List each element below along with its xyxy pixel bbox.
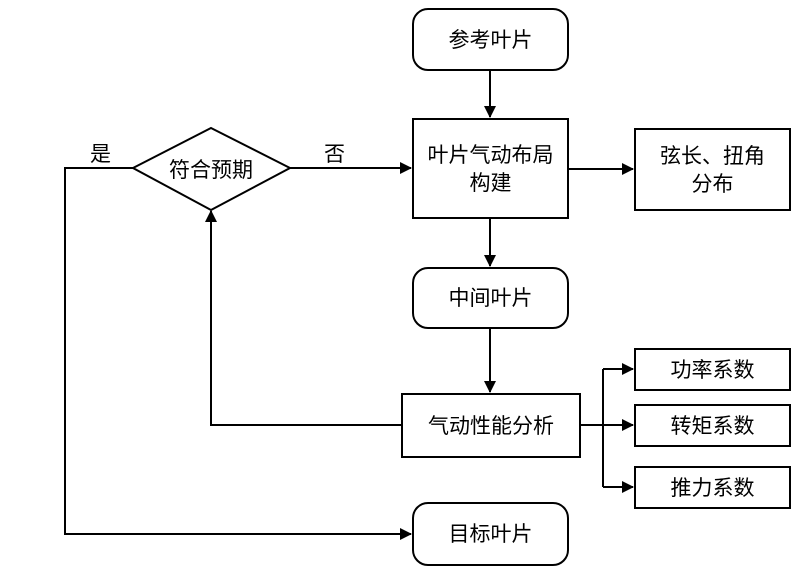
node-thrust-coefficient: 推力系数 — [634, 466, 791, 509]
decision-diamond — [130, 126, 293, 212]
node-torque-coefficient-label: 转矩系数 — [670, 413, 755, 438]
node-layout-build-line2: 构建 — [469, 170, 512, 195]
node-power-coefficient-label: 功率系数 — [670, 357, 755, 382]
node-chord-twist-line1: 弦长、扭角 — [660, 143, 765, 168]
node-aero-analysis-label: 气动性能分析 — [428, 413, 554, 438]
node-thrust-coefficient-label: 推力系数 — [670, 475, 755, 500]
node-chord-twist: 弦长、扭角 分布 — [634, 128, 791, 211]
node-layout-build-line1: 叶片气动布局 — [427, 142, 554, 167]
edge-analysis-to-decision — [205, 210, 401, 426]
decision-label: 符合预期 — [169, 158, 253, 182]
node-layout-build: 叶片气动布局 构建 — [412, 118, 569, 219]
node-intermediate-blade: 中间叶片 — [412, 267, 569, 329]
edge-label-yes: 是 — [90, 142, 111, 166]
edge-decision-yes-to-target — [64, 167, 412, 540]
node-intermediate-blade-label: 中间叶片 — [448, 286, 533, 310]
node-target-blade-label: 目标叶片 — [448, 522, 533, 546]
node-aero-analysis: 气动性能分析 — [401, 393, 581, 458]
node-power-coefficient: 功率系数 — [634, 348, 791, 391]
node-reference-blade-label: 参考叶片 — [448, 27, 533, 52]
node-torque-coefficient: 转矩系数 — [634, 404, 791, 447]
edge-label-no: 否 — [324, 142, 345, 166]
node-chord-twist-line2: 分布 — [691, 171, 734, 196]
node-target-blade: 目标叶片 — [412, 502, 569, 566]
node-reference-blade: 参考叶片 — [412, 8, 569, 71]
